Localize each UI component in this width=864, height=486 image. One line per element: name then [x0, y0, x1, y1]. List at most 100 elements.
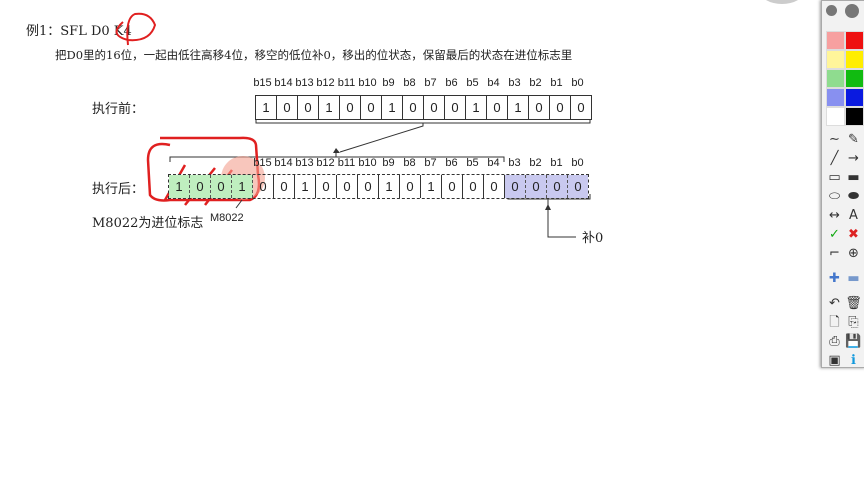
bit-cell: 0: [361, 96, 382, 119]
bit-label: b1: [550, 157, 563, 169]
info-icon[interactable]: ℹ: [851, 353, 856, 368]
bit-cell: 0: [568, 175, 588, 198]
bit-cell: 0: [277, 96, 298, 119]
save-icon[interactable]: 💾: [845, 334, 862, 349]
before-label: 执行前：: [92, 102, 145, 117]
color-swatch[interactable]: [845, 50, 864, 69]
bit-cell: 1: [466, 96, 487, 119]
bit-label: b6: [445, 77, 458, 89]
bit-cell: 0: [424, 96, 445, 119]
copy-icon[interactable]: ⎘: [848, 315, 859, 330]
shifted-out-cell: 0: [190, 175, 211, 198]
rectangle-icon[interactable]: ▭: [828, 170, 841, 185]
screen-icon[interactable]: ▣: [828, 353, 841, 368]
bit-cell: 1: [379, 175, 400, 198]
color-swatch[interactable]: [845, 107, 864, 126]
bit-label: b3: [508, 157, 521, 169]
bit-cell: 0: [550, 96, 571, 119]
bit-label: b15: [253, 77, 272, 89]
fill-note: 补0: [582, 231, 604, 246]
color-swatch[interactable]: [826, 50, 845, 69]
bit-cell: 0: [400, 175, 421, 198]
bit-label: b0: [571, 77, 584, 89]
bit-label: b7: [424, 157, 437, 169]
new-icon[interactable]: 🗋: [829, 315, 840, 330]
color-swatch[interactable]: [826, 69, 845, 88]
after-label: 执行后：: [92, 182, 145, 197]
bit-label: b2: [529, 157, 542, 169]
color-swatch[interactable]: [826, 107, 845, 126]
bit-label: b3: [508, 77, 521, 89]
bit-label: b1: [550, 77, 563, 89]
bit-label: b14: [274, 157, 293, 169]
bit-cell: 0: [463, 175, 484, 198]
check-icon[interactable]: ✓: [829, 227, 840, 242]
bit-cell: 0: [526, 175, 547, 198]
curve-pen-icon[interactable]: ∼: [829, 132, 840, 147]
bit-cell: 1: [508, 96, 529, 119]
bit-cell: 0: [337, 175, 358, 198]
bit-label: b0: [571, 157, 584, 169]
eraser-icon[interactable]: ✎: [848, 132, 859, 147]
bit-cell: 0: [547, 175, 568, 198]
dot-large-icon[interactable]: [845, 4, 859, 18]
text-icon[interactable]: A: [849, 208, 858, 223]
crop-icon[interactable]: ⌐: [829, 246, 840, 261]
bit-cell: 0: [316, 175, 337, 198]
line-icon[interactable]: ╱: [830, 151, 839, 166]
bit-label: b12: [316, 157, 335, 169]
bit-cell: 0: [298, 96, 319, 119]
arrow-icon[interactable]: →: [848, 151, 859, 166]
bit-cell: 0: [274, 175, 295, 198]
cross-icon[interactable]: ✖: [848, 227, 859, 242]
bit-cell: 0: [577, 100, 585, 115]
zoom-icon[interactable]: ⊕: [848, 246, 859, 261]
double-arrow-icon[interactable]: ↔: [829, 208, 840, 223]
ellipse-icon[interactable]: ⬭: [828, 189, 841, 204]
color-swatch[interactable]: [826, 88, 845, 107]
bit-label: b6: [445, 157, 458, 169]
undo-icon[interactable]: ↶: [829, 296, 840, 311]
bit-label: b11: [337, 77, 356, 89]
bit-cell: 1: [382, 96, 403, 119]
dot-small-icon[interactable]: [826, 5, 837, 16]
bit-label: b13: [295, 157, 314, 169]
bit-label: b4: [487, 157, 500, 169]
color-swatch[interactable]: [845, 69, 864, 88]
bit-cell: 0: [253, 175, 274, 198]
color-swatch[interactable]: [845, 31, 864, 50]
bit-cell: 0: [445, 96, 466, 119]
bit-label: b10: [358, 157, 377, 169]
minus-icon[interactable]: ▬: [847, 271, 860, 286]
shifted-out-cell: 1: [169, 175, 190, 198]
carry-note: M8022为进位标志: [92, 216, 204, 231]
bit-cell: 1: [319, 96, 340, 119]
annotation-toolbar: ∼ ✎ ╱ → ▭ ▬ ⬭ ⬬ ↔ A ✓ ✖ ⌐ ⊕ ✚ ▬ ↶ 🗑 🗋 ⎘ ⎙ 💾 ▣ ℹ: [821, 0, 864, 368]
bit-cell: 0: [403, 96, 424, 119]
bit-label: b9: [382, 157, 395, 169]
bit-label: b4: [487, 77, 500, 89]
filled-rectangle-icon[interactable]: ▬: [847, 170, 860, 185]
bit-cell: 1: [256, 96, 277, 119]
bit-label: b12: [316, 77, 335, 89]
carry-flag: M8022: [210, 212, 244, 224]
bit-label: b2: [529, 77, 542, 89]
plus-icon[interactable]: ✚: [829, 271, 840, 286]
color-swatch[interactable]: [845, 88, 864, 107]
bit-cell: 0: [529, 96, 550, 119]
description: 把D0里的16位，一起由低往高移4位，移空的低位补0，移出的位状态，保留最后的状…: [55, 48, 573, 62]
bit-label: b8: [403, 77, 416, 89]
print-icon[interactable]: ⎙: [829, 334, 840, 349]
bit-label: b13: [295, 77, 314, 89]
bit-cell: 0: [358, 175, 379, 198]
example-title: 例1：SFL D0 K4: [26, 24, 132, 39]
bit-label: b7: [424, 77, 437, 89]
color-swatch[interactable]: [826, 31, 845, 50]
trash-icon[interactable]: 🗑: [845, 296, 862, 311]
bit-cell: 1: [421, 175, 442, 198]
bit-cell: 0: [484, 175, 505, 198]
filled-ellipse-icon[interactable]: ⬬: [847, 189, 860, 204]
